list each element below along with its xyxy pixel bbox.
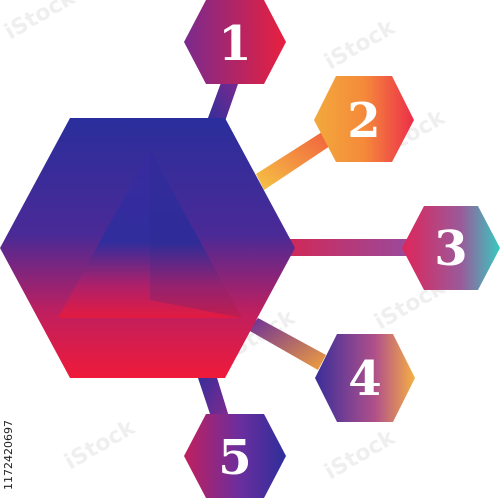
watermark-text: iStock [321,425,401,486]
central-triangle-shade [150,150,242,318]
connector-line-4 [248,318,326,370]
step-hexagon-1 [184,0,286,84]
connector-line-3 [288,239,410,256]
step-hexagon-3 [402,206,500,290]
step-node-2[interactable]: 2 [314,76,414,162]
step-node-4[interactable]: 4 [315,334,415,422]
step-number-2: 2 [347,93,380,149]
step-node-5[interactable]: 5 [184,414,286,498]
step-number-5: 5 [218,430,251,486]
step-number-3: 3 [434,221,467,277]
connector-line-1 [205,80,238,130]
watermark-text: iStock [321,15,401,76]
step-hexagon-2 [314,76,414,162]
watermark-text: iStock [61,415,141,476]
watermark-text: iStock [1,0,81,45]
step-node-1[interactable]: 1 [184,0,286,84]
step-number-4: 4 [348,351,381,407]
watermark-id: 1172420697 [2,420,15,490]
step-hexagon-4 [315,334,415,422]
connector-line-5 [196,368,230,426]
step-number-1: 1 [218,16,251,72]
central-triangle [58,150,242,318]
connector-line-2 [256,132,330,190]
step-hexagon-5 [184,414,286,498]
step-node-3[interactable]: 3 [402,206,500,290]
